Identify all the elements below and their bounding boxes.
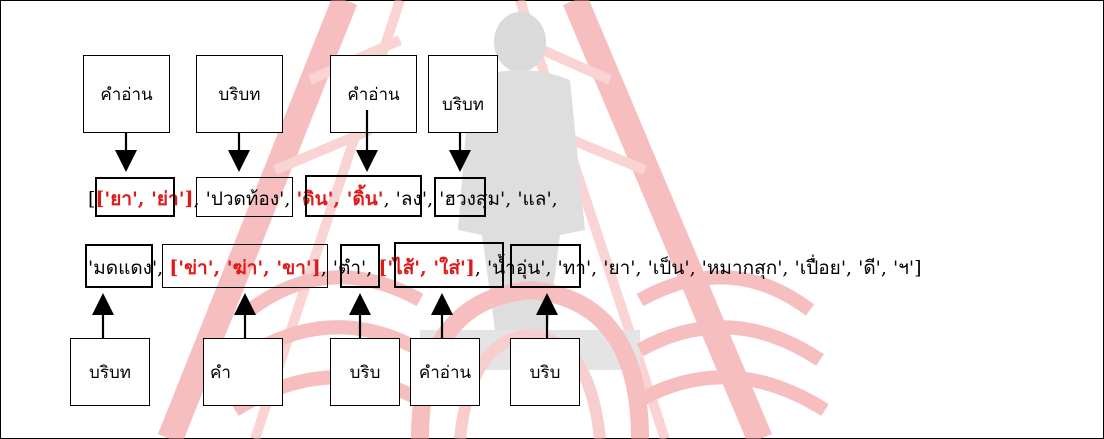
token-puat-thong: ปวดท้อง'	[210, 188, 285, 210]
line1-sep-3: , '	[383, 188, 401, 210]
token-din: 'ดิน', 'ดิ้น'	[296, 188, 384, 210]
label-context-3: บริบท	[70, 338, 150, 406]
line2-sep-3: ,	[366, 257, 379, 279]
highlight-sai	[394, 242, 504, 288]
label-word: คำ	[203, 338, 283, 406]
line1-open: [	[88, 188, 96, 210]
label-pronunciation-1: คำอ่าน	[83, 55, 170, 133]
highlight-nam-un	[510, 244, 581, 288]
label-context-1: บริบท	[196, 55, 283, 133]
label-pronunciation-2: คำอ่าน	[330, 55, 417, 133]
line2-sep-4: , '	[474, 257, 493, 279]
line2-rest: , 'ทา', 'ยา', 'เป็น', 'หมากสุก', 'เปื่อย…	[545, 257, 922, 279]
highlight-mot-daeng	[85, 244, 153, 288]
line2-sep-1: ,	[157, 257, 170, 279]
highlight-long	[434, 177, 486, 217]
line1-sep-1: , '	[193, 188, 211, 210]
highlight-puat-thong	[196, 177, 293, 217]
token-ya: ['ยา', 'ย่า']	[95, 188, 194, 210]
highlight-tam	[340, 244, 380, 288]
token-kha: ['ข่า', 'ฆ่า', 'ขา']	[169, 257, 321, 279]
label-context-4: บริบ	[330, 338, 400, 406]
line1-sep-2: ,	[284, 188, 297, 210]
highlight-din	[305, 175, 422, 217]
highlight-kha	[162, 244, 328, 288]
token-nam-un: น้ำอุ่น'	[492, 257, 546, 279]
token-list-line-1: [['ยา', 'ย่า'], 'ปวดท้อง', 'ดิน', 'ดิ้น'…	[88, 184, 558, 214]
label-context-5: บริบ	[510, 338, 580, 406]
token-list-line-2: 'มดแดง', ['ข่า', 'ฆ่า', 'ขา'], 'ตำ', ['ไ…	[88, 253, 922, 283]
token-sai: ['ไส้', 'ใส่']	[378, 257, 475, 279]
token-tam: ตำ'	[338, 257, 367, 279]
label-pronunciation-3: คำอ่าน	[410, 338, 480, 406]
label-context-2: บริบท	[428, 55, 498, 133]
highlight-ya	[95, 177, 175, 217]
token-mot-daeng: 'มดแดง'	[88, 257, 158, 279]
line1-rest: , 'ฮวงสุ่ม', 'แล',	[427, 188, 558, 210]
line2-sep-2: , '	[320, 257, 339, 279]
